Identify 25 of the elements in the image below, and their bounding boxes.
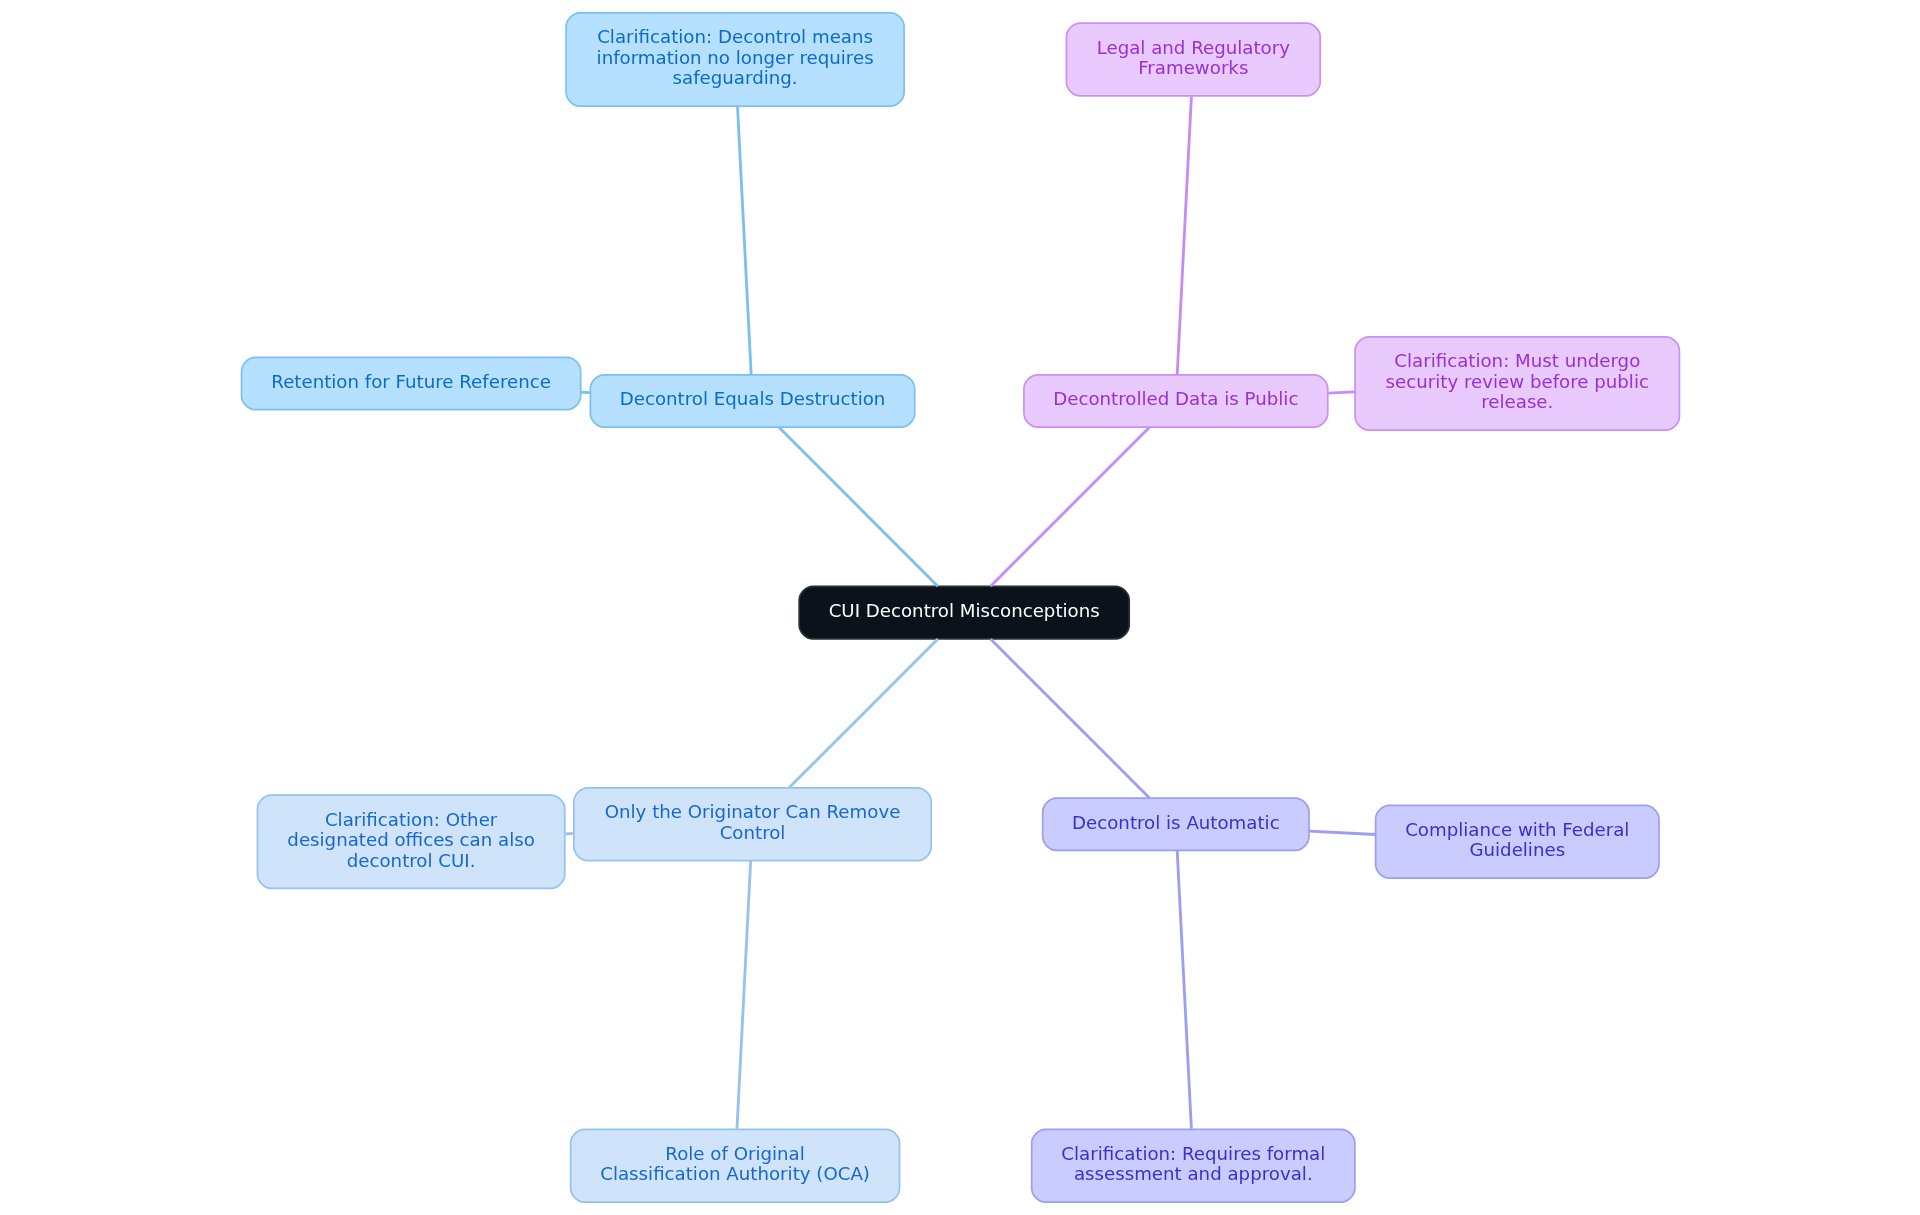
node-box: Decontrolled Data is Public — [1022, 373, 1329, 428]
node-box: Role of Original Classification Authority (OCA) — [569, 1128, 900, 1203]
node-box: Only the Originator Can Remove Control — [572, 787, 932, 862]
node-box: Clarification: Decontrol means information no longer requires safeguarding. — [564, 12, 905, 108]
connector — [564, 832, 574, 836]
connector — [787, 638, 939, 789]
node-box: Retention for Future Reference — [240, 356, 582, 411]
node-box: Legal and Regulatory Frameworks — [1065, 22, 1321, 97]
node-box: Decontrol Equals Destruction — [589, 373, 916, 428]
node-box: Clarification: Must undergo security review before public release. — [1353, 336, 1680, 432]
node-box: Clarification: Requires formal assessment and approval. — [1030, 1128, 1356, 1203]
connector — [735, 106, 753, 375]
connector — [989, 426, 1150, 588]
node-box: Decontrol is Automatic — [1041, 797, 1310, 852]
connector — [989, 638, 1150, 799]
connector — [1308, 829, 1376, 836]
node-box: Compliance with Federal Guidelines — [1374, 804, 1660, 879]
connector — [1327, 390, 1355, 395]
node-box: CUI Decontrol Misconceptions — [797, 585, 1130, 640]
connector — [580, 390, 590, 395]
node-box: Clarification: Other designated offices can also decontrol CUI. — [256, 794, 566, 890]
connector — [777, 426, 939, 588]
connector — [1175, 96, 1193, 375]
connector — [1175, 850, 1193, 1129]
connector — [735, 860, 752, 1129]
